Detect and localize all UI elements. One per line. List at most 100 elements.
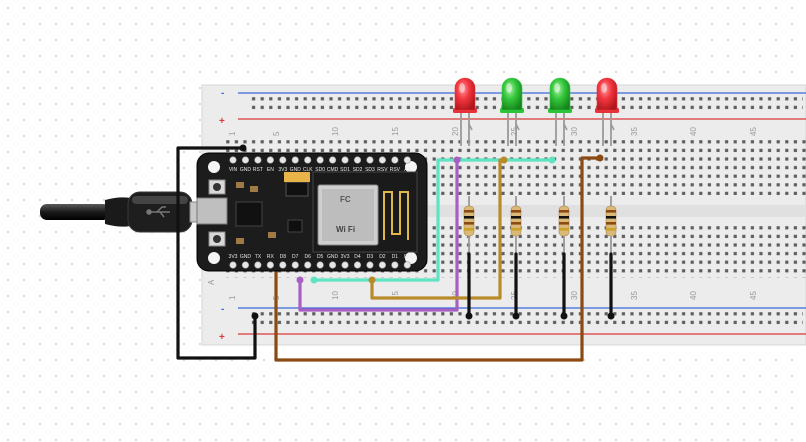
pin-label-top: A0 xyxy=(404,167,410,173)
pin-label-bottom: 3V3 xyxy=(229,254,238,260)
column-number-bottom: 40 xyxy=(689,291,698,300)
mount-hole-bl xyxy=(208,252,220,264)
capacitor-c xyxy=(268,232,276,238)
pin-label-top: RST xyxy=(253,167,263,173)
mount-hole-tl xyxy=(208,161,220,173)
bottom-power-rails: - + xyxy=(219,304,806,343)
pin-bottom xyxy=(378,261,387,269)
pin-label-top: VIN xyxy=(229,167,238,173)
flash-button-cap xyxy=(213,183,221,191)
pin-label-bottom: D7 xyxy=(292,254,299,260)
column-number-bottom: 30 xyxy=(570,291,579,300)
leds xyxy=(453,77,619,146)
wire-end-cyan-bottom xyxy=(310,276,318,284)
resistor-1 xyxy=(463,196,475,256)
wire-end-gnd-1 xyxy=(465,312,473,320)
pin-bottom xyxy=(403,261,411,269)
column-number-bottom: 10 xyxy=(331,291,340,300)
column-number-top: 1 xyxy=(228,131,237,136)
wire-cyan xyxy=(312,158,554,282)
wire-end-gold-top xyxy=(500,156,508,164)
pin-bottom xyxy=(266,261,274,269)
usb-cable-wire xyxy=(40,204,110,220)
pin-label-top: CMD xyxy=(327,167,339,173)
pin-top xyxy=(391,156,399,164)
wire-end-black-top xyxy=(239,144,247,152)
pin-top xyxy=(329,156,337,164)
pin-label-bottom: GND xyxy=(327,254,339,260)
column-number-top: 25 xyxy=(510,127,519,136)
led-onboard xyxy=(287,219,303,233)
pin-label-bottom: D3 xyxy=(367,254,374,260)
pin-label-top: CLK xyxy=(303,167,313,173)
bottom-rail-holes xyxy=(248,311,803,329)
pin-label-bottom: D2 xyxy=(379,254,386,260)
bottom-minus-sign: - xyxy=(221,304,224,315)
resistor-2 xyxy=(510,196,522,256)
column-number-top: 20 xyxy=(451,127,460,136)
pin-top xyxy=(279,156,287,164)
column-number-top: 15 xyxy=(391,127,400,136)
top-plus-sign: + xyxy=(219,116,225,127)
pin-top xyxy=(241,156,250,164)
pin-top xyxy=(366,156,374,164)
esp-antenna-trace xyxy=(383,191,409,240)
pin-bottom xyxy=(341,261,349,269)
wire-end-purple-top xyxy=(453,156,461,164)
pin-top xyxy=(229,156,237,164)
pin-label-top: SD1 xyxy=(340,167,350,173)
pin-top xyxy=(353,156,362,164)
wire-black-gnd xyxy=(176,146,257,360)
usb-connector-highlight xyxy=(132,196,188,204)
pin-top xyxy=(378,156,387,164)
pin-top xyxy=(341,156,349,164)
usb-strain-relief xyxy=(105,197,130,227)
column-number-bottom: 1 xyxy=(228,295,237,300)
pin-bottom xyxy=(254,261,262,269)
pin-label-top: RSV xyxy=(377,167,388,173)
pin-bottom xyxy=(316,261,324,269)
pin-label-top: SD3 xyxy=(365,167,375,173)
led-green-3 xyxy=(548,77,572,146)
resistor-4 xyxy=(605,196,617,256)
mount-hole-tr xyxy=(405,161,417,173)
pin-label-bottom: D0 xyxy=(404,254,411,260)
esp-module: FC Wi Fi xyxy=(312,171,418,253)
led-red-1 xyxy=(453,77,477,146)
capacitor-a xyxy=(236,182,244,188)
pin-label-bottom: TX xyxy=(255,254,262,260)
led-green-2 xyxy=(500,77,524,146)
wire-end-black-rail xyxy=(251,312,259,320)
wire-end-gold-bottom xyxy=(368,276,376,284)
pin-bottom xyxy=(279,261,287,269)
row-letter-a: A xyxy=(207,279,216,285)
wire-end-cyan-top xyxy=(548,156,556,164)
wire-end-purple-bottom xyxy=(296,276,304,284)
pin-label-bottom: D4 xyxy=(354,254,361,260)
pin-label-top: GND xyxy=(290,167,302,173)
pin-top xyxy=(403,156,411,164)
pin-top xyxy=(291,156,299,164)
voltage-regulator xyxy=(285,181,309,197)
pin-label-bottom: D8 xyxy=(280,254,287,260)
pin-label-top: SD0 xyxy=(315,167,325,173)
esp-cert-mark: FC xyxy=(340,195,351,204)
top-minus-sign: - xyxy=(221,88,224,99)
top-rail-holes xyxy=(248,95,803,113)
column-number-top: 30 xyxy=(570,127,579,136)
wires-back xyxy=(176,146,602,362)
pin-label-top: EN xyxy=(267,167,274,173)
pin-top xyxy=(304,156,312,164)
top-pin-header xyxy=(229,156,411,164)
usb-cable xyxy=(40,191,217,233)
micro-usb-port xyxy=(196,197,228,225)
column-number-bottom: 45 xyxy=(749,291,758,300)
wire-end-brown-top xyxy=(596,154,604,162)
column-number-top: 10 xyxy=(331,127,340,136)
pin-bottom xyxy=(366,261,374,269)
wires-front xyxy=(239,144,615,320)
